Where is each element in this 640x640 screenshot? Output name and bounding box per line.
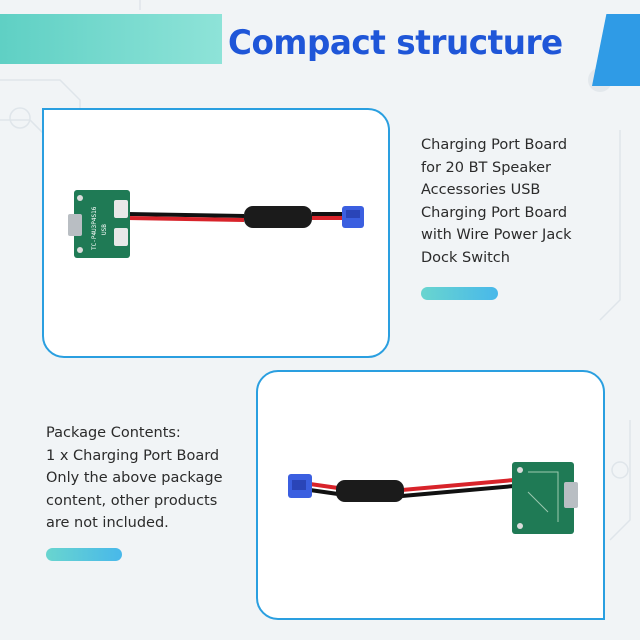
package-line: Package Contents: <box>46 425 181 441</box>
description-line: Charging Port Board <box>421 204 568 221</box>
accent-pill-top <box>421 287 498 300</box>
product-image-top: TC-P4U3P4S16 USB <box>68 190 364 258</box>
description-line: Charging Port Board <box>421 137 568 153</box>
package-line: Only the above package <box>46 470 223 487</box>
package-contents: Package Contents: 1 x Charging Port Boar… <box>46 422 256 535</box>
pcb-silkscreen-2: USB <box>101 224 108 235</box>
package-line: content, other products <box>46 492 218 509</box>
page-title: Compact structure <box>228 23 563 63</box>
description-line: with Wire Power Jack <box>421 227 572 244</box>
product-description: Charging Port Board for 20 BT Speaker Ac… <box>421 134 621 270</box>
package-line: 1 x Charging Port Board <box>46 447 220 464</box>
package-line: are not included. <box>46 515 169 532</box>
product-image-panel-bottom <box>256 370 605 620</box>
description-line: Accessories USB <box>421 182 541 199</box>
pcb-silkscreen-1: TC-P4U3P4S16 <box>91 206 98 250</box>
product-image-panel-top: TC-P4U3P4S16 USB <box>42 108 390 358</box>
product-image-bottom <box>288 462 578 534</box>
description-line: Dock Switch <box>421 249 510 266</box>
header-band <box>0 14 222 64</box>
description-line: for 20 BT Speaker <box>421 159 551 176</box>
accent-pill-bottom <box>46 548 122 561</box>
